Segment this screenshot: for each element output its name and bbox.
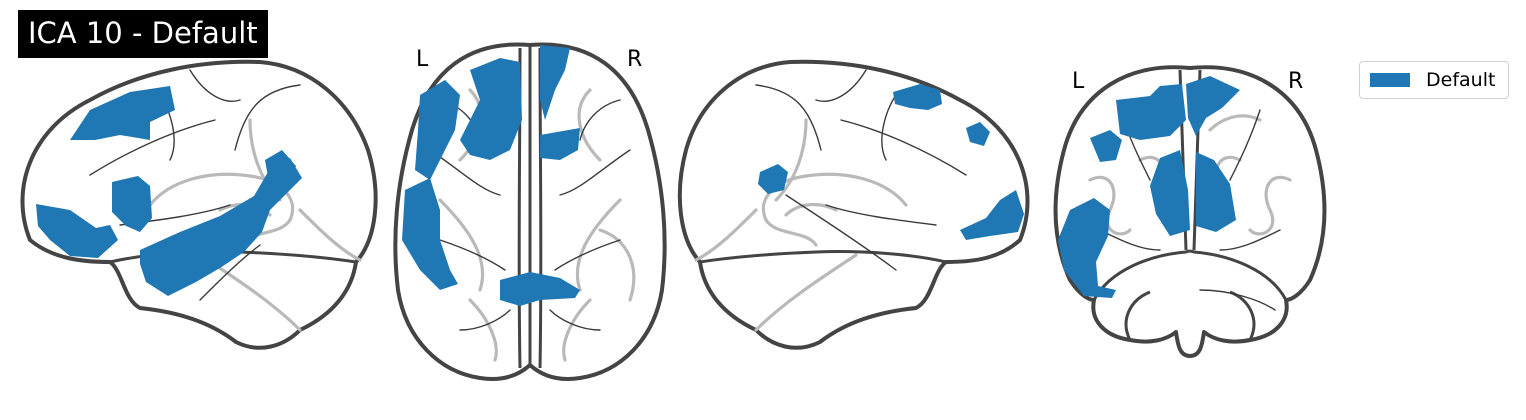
activation-cluster [36, 204, 118, 258]
activation-cluster [1150, 150, 1190, 236]
figure-title: ICA 10 - Default [18, 10, 268, 58]
activation-cluster [415, 80, 460, 180]
activation-cluster [402, 178, 458, 290]
activation-cluster [1090, 130, 1122, 162]
activation-cluster [460, 58, 522, 160]
activation-cluster [758, 164, 788, 194]
activation-cluster [140, 158, 302, 296]
sagittal-right-view [677, 59, 1030, 350]
legend-swatch [1370, 73, 1410, 87]
legend-label: Default [1426, 69, 1496, 91]
coronal-view [1053, 65, 1327, 358]
sagittal-left-view [20, 59, 378, 350]
activation-cluster [70, 86, 175, 140]
activation-cluster [265, 150, 296, 190]
activation-cluster [893, 84, 942, 110]
activation-cluster [1196, 152, 1236, 232]
activation-cluster [1058, 198, 1116, 298]
activation-cluster [1116, 84, 1186, 140]
activation-cluster [960, 190, 1024, 240]
axial-right-label: R [627, 47, 642, 72]
legend: Default [1359, 61, 1509, 99]
axial-view [393, 42, 667, 381]
coronal-left-label: L [1072, 69, 1085, 94]
activation-cluster [112, 176, 152, 232]
activation-cluster [540, 128, 580, 160]
coronal-right-label: R [1288, 69, 1303, 94]
activation-cluster [540, 45, 570, 120]
activation-cluster [1186, 76, 1240, 136]
activation-cluster [500, 272, 580, 306]
coronal-outline [1053, 65, 1327, 358]
axial-left-label: L [416, 47, 429, 72]
sagittal-left-outline [20, 59, 378, 350]
activation-cluster [966, 122, 990, 146]
sagittal-right-outline [677, 59, 1030, 350]
